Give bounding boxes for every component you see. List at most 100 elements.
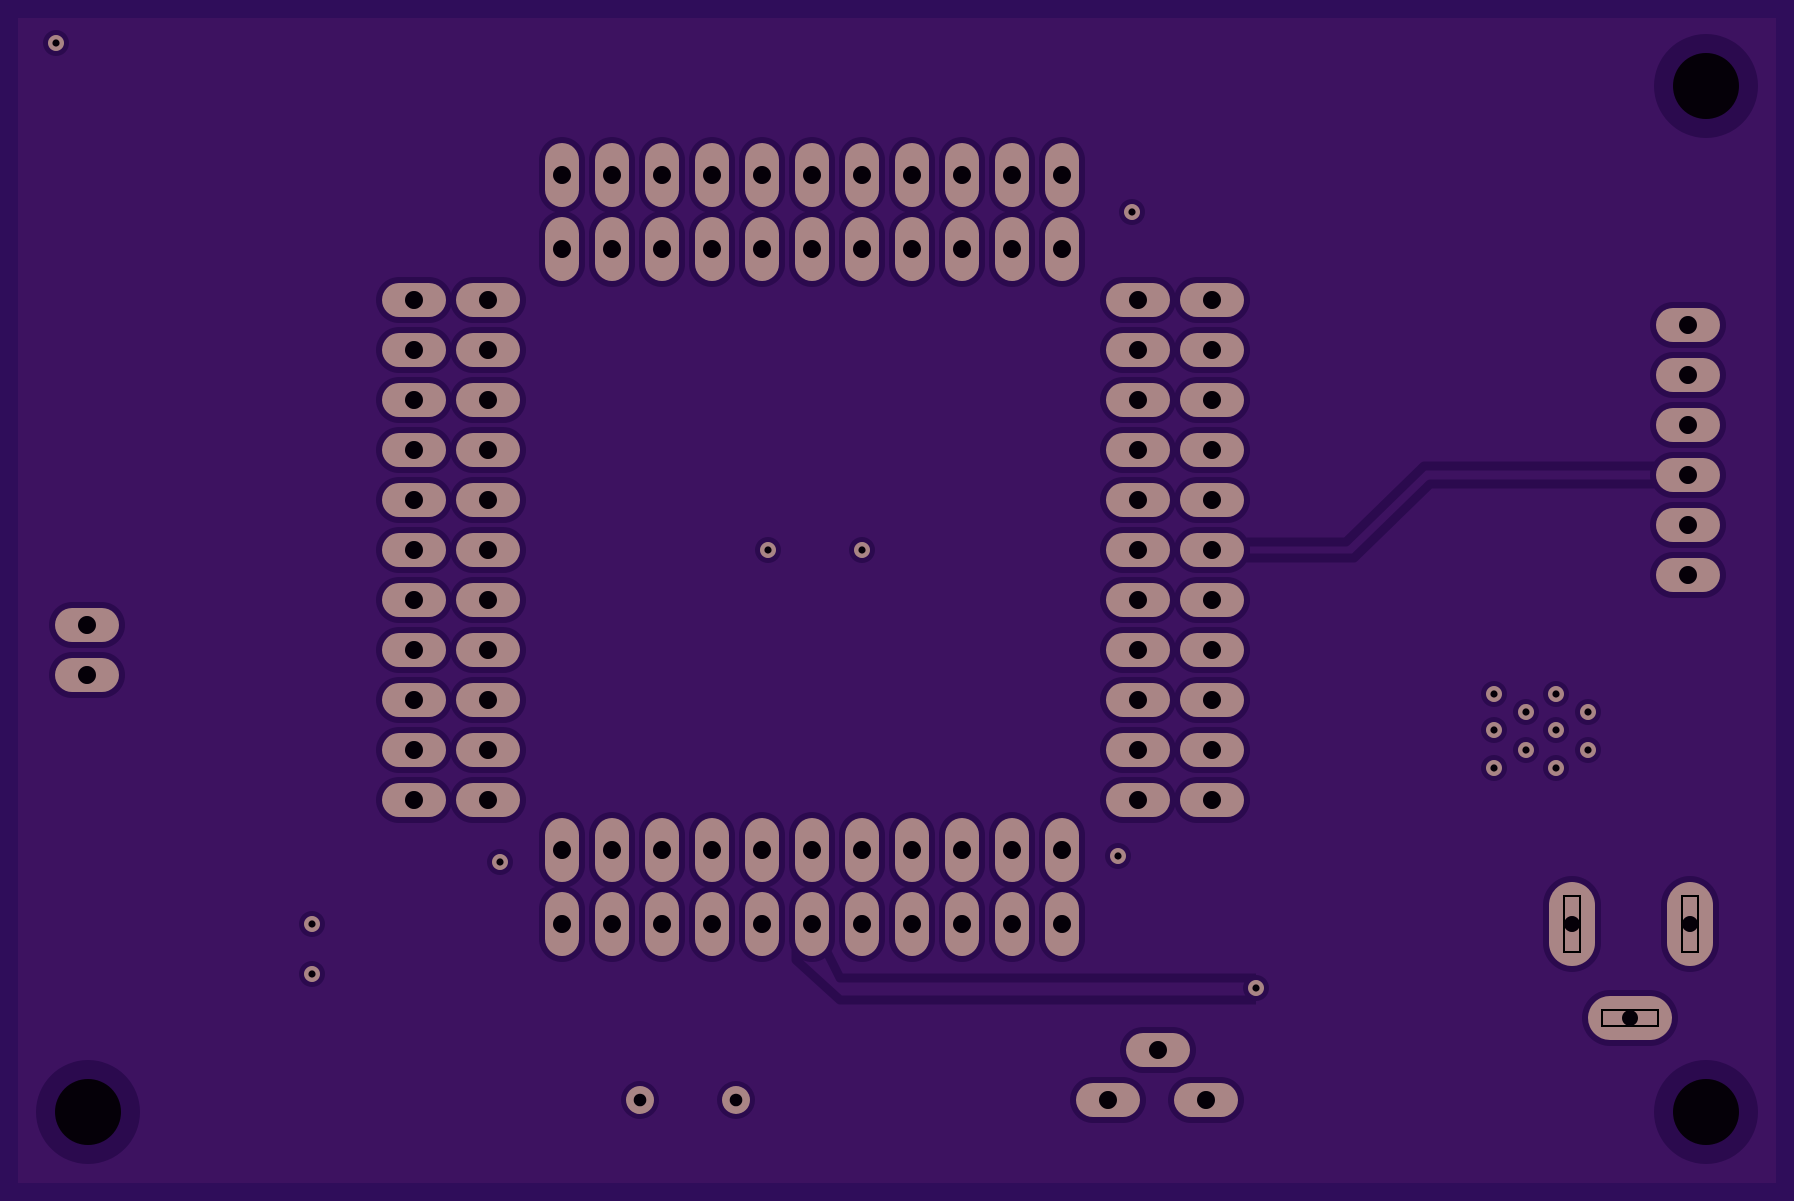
- socket-pin-bottom-outer-1: [589, 886, 635, 962]
- socket-pin-left-inner-1: [450, 327, 526, 373]
- socket-pin-left-outer-9: [376, 727, 452, 773]
- via-1: [1119, 199, 1145, 225]
- socket-pin-top-outer-1: [589, 137, 635, 213]
- socket-pin-left-outer-3: [376, 427, 452, 473]
- header6-pin-1: [1650, 352, 1726, 398]
- socket-pin-bottom-inner-5: [789, 812, 835, 888]
- socket-pin-left-outer-8: [376, 677, 452, 723]
- socket-pin-left-inner-8: [450, 677, 526, 723]
- socket-pin-bottom-outer-5: [789, 886, 835, 962]
- socket-pin-top-outer-8: [939, 137, 985, 213]
- socket-pin-left-inner-9: [450, 727, 526, 773]
- socket-pin-left-outer-7: [376, 627, 452, 673]
- socket-pin-left-inner-10: [450, 777, 526, 823]
- socket-pin-bottom-outer-3: [689, 886, 735, 962]
- socket-pin-right-outer-2: [1174, 377, 1250, 423]
- socket-pin-right-outer-8: [1174, 677, 1250, 723]
- footprints: [36, 30, 1758, 1164]
- mounting-hole-bottom-left: [36, 1060, 140, 1164]
- socket-pin-left-outer-0: [376, 277, 452, 323]
- socket-pin-top-inner-10: [1039, 211, 1085, 287]
- socket-pin-top-inner-6: [839, 211, 885, 287]
- socket-pin-right-inner-6: [1100, 577, 1176, 623]
- via-3: [849, 537, 875, 563]
- socket-pin-left-outer-5: [376, 527, 452, 573]
- socket-pin-top-inner-2: [639, 211, 685, 287]
- socket-pin-bottom-outer-2: [639, 886, 685, 962]
- socket-pin-left-inner-7: [450, 627, 526, 673]
- jack-pad-1: [1543, 876, 1601, 972]
- socket-pin-right-inner-8: [1100, 677, 1176, 723]
- via-cluster-5: [1543, 717, 1569, 743]
- socket-pin-top-outer-0: [539, 137, 585, 213]
- socket-pin-top-outer-4: [739, 137, 785, 213]
- header6-pin-3: [1650, 452, 1726, 498]
- socket-pin-bottom-outer-4: [739, 886, 785, 962]
- socket-pin-left-outer-10: [376, 777, 452, 823]
- header6-pin-5: [1650, 552, 1726, 598]
- socket-pin-top-inner-4: [739, 211, 785, 287]
- socket-pin-top-outer-3: [689, 137, 735, 213]
- socket-pin-top-outer-7: [889, 137, 935, 213]
- socket-pin-bottom-outer-7: [889, 886, 935, 962]
- via-cluster-0: [1481, 681, 1507, 707]
- socket-pin-bottom-outer-6: [839, 886, 885, 962]
- socket-pin-top-outer-2: [639, 137, 685, 213]
- socket-pin-left-inner-0: [450, 277, 526, 323]
- soldermask-area: [18, 18, 1776, 1183]
- via-8: [1243, 975, 1269, 1001]
- bottom-pad-left: [621, 1081, 659, 1119]
- jack-pad-2: [1661, 876, 1719, 972]
- socket-pin-top-outer-10: [1039, 137, 1085, 213]
- socket-pin-top-inner-1: [589, 211, 635, 287]
- socket-pin-left-inner-2: [450, 377, 526, 423]
- socket-pin-right-inner-7: [1100, 627, 1176, 673]
- bottom-pad-right: [717, 1081, 755, 1119]
- header2-pin-0: [49, 602, 125, 648]
- socket-pin-top-outer-9: [989, 137, 1035, 213]
- to92-pin-1: [1120, 1027, 1196, 1073]
- socket-pin-bottom-inner-6: [839, 812, 885, 888]
- header6-pin-0: [1650, 302, 1726, 348]
- socket-pin-right-outer-3: [1174, 427, 1250, 473]
- socket-pin-bottom-inner-3: [689, 812, 735, 888]
- socket-pin-left-outer-4: [376, 477, 452, 523]
- socket-pin-bottom-inner-9: [989, 812, 1035, 888]
- socket-pin-top-inner-0: [539, 211, 585, 287]
- socket-pin-bottom-outer-8: [939, 886, 985, 962]
- socket-pin-top-outer-5: [789, 137, 835, 213]
- socket-pin-bottom-inner-2: [639, 812, 685, 888]
- socket-pin-top-inner-5: [789, 211, 835, 287]
- socket-pin-right-outer-9: [1174, 727, 1250, 773]
- socket-pin-left-outer-1: [376, 327, 452, 373]
- socket-pin-left-inner-4: [450, 477, 526, 523]
- socket-pin-left-outer-2: [376, 377, 452, 423]
- socket-pin-top-inner-8: [939, 211, 985, 287]
- via-2: [755, 537, 781, 563]
- socket-pin-bottom-inner-0: [539, 812, 585, 888]
- socket-pin-right-outer-0: [1174, 277, 1250, 323]
- socket-pin-right-inner-5: [1100, 527, 1176, 573]
- via-5: [1105, 843, 1131, 869]
- socket-pin-bottom-inner-8: [939, 812, 985, 888]
- via-cluster-6: [1513, 737, 1539, 763]
- to92-pin-3: [1168, 1077, 1244, 1123]
- socket-pin-bottom-outer-9: [989, 886, 1035, 962]
- header6-pin-2: [1650, 402, 1726, 448]
- socket-pin-top-outer-6: [839, 137, 885, 213]
- jack-pad-3: [1582, 990, 1678, 1046]
- socket-pin-top-inner-7: [889, 211, 935, 287]
- socket-pin-left-inner-5: [450, 527, 526, 573]
- socket-pin-right-outer-5: [1174, 527, 1250, 573]
- socket-pin-bottom-outer-10: [1039, 886, 1085, 962]
- socket-pin-right-outer-4: [1174, 477, 1250, 523]
- socket-pin-right-outer-1: [1174, 327, 1250, 373]
- via-cluster-2: [1513, 699, 1539, 725]
- socket-pin-bottom-inner-4: [739, 812, 785, 888]
- via-7: [299, 961, 325, 987]
- via-cluster-3: [1575, 699, 1601, 725]
- header2-pin-1: [49, 652, 125, 698]
- socket-pin-right-outer-6: [1174, 577, 1250, 623]
- to92-pin-2: [1070, 1077, 1146, 1123]
